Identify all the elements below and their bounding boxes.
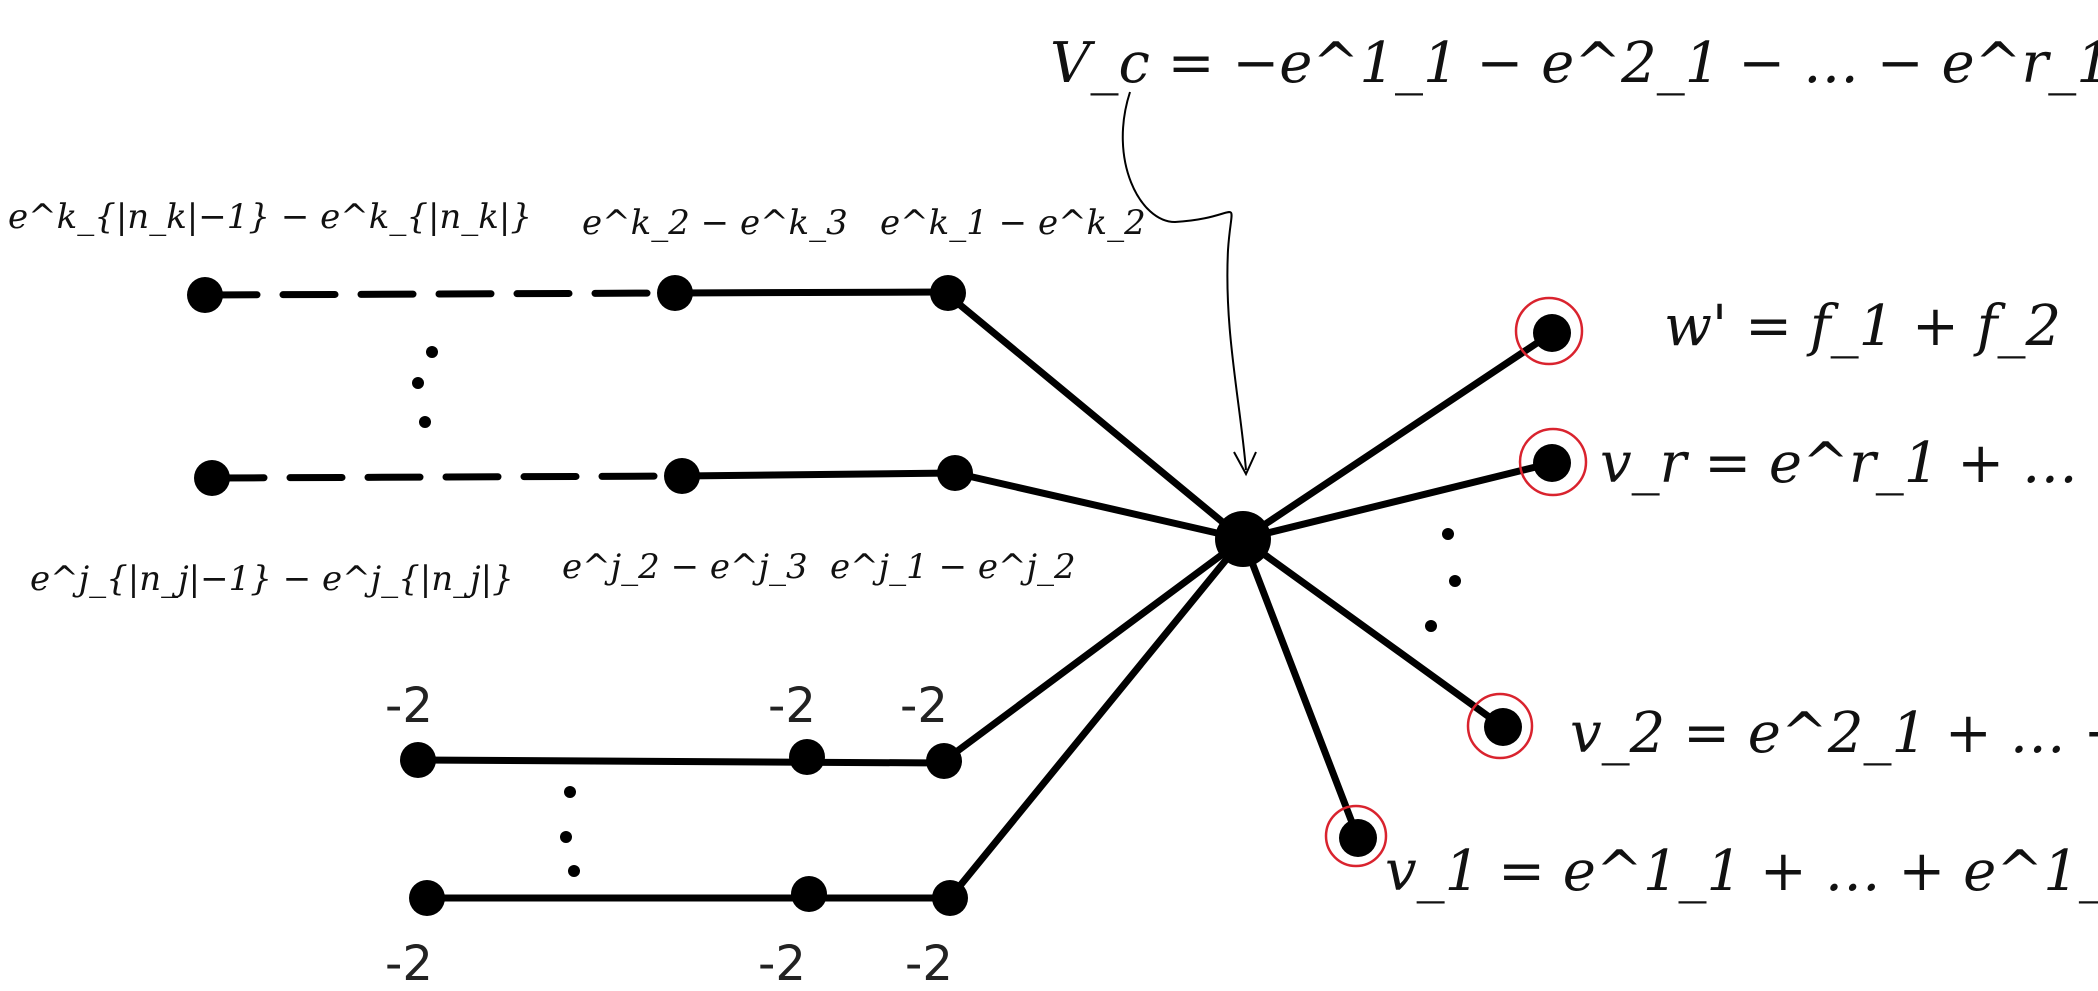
- node-c3-first: [926, 743, 962, 779]
- label-v1: v_1 = e^1_1 + … + e^1_{|n_1|}: [1385, 839, 2098, 904]
- edge-center-w: [1239, 329, 1556, 543]
- edge-center-j-chain: [951, 469, 1247, 543]
- chain-3-line: [414, 756, 948, 767]
- node-center-vc: [1215, 511, 1271, 567]
- label-k-mid: e^k_2 − e^k_3: [582, 203, 848, 243]
- edge-center-vr: [1239, 459, 1556, 543]
- chain-j-solid: [678, 469, 959, 480]
- node-c3-end: [400, 742, 436, 778]
- node-k-first: [930, 275, 966, 311]
- chain-j-dashed: [208, 472, 686, 482]
- node-c4-mid: [791, 876, 827, 912]
- weight-c4-first: -2: [905, 936, 953, 991]
- node-j-mid: [664, 458, 700, 494]
- label-j-mid: e^j_2 − e^j_3: [562, 547, 808, 587]
- center-edges: [940, 291, 1556, 902]
- labels: V_c = −e^1_1 − e^2_1 − … − e^r_1 − f_1 +…: [8, 31, 2098, 991]
- label-v2: v_2 = e^2_1 + … + e^2_{|n_2|}: [1570, 701, 2098, 766]
- weight-c3-end: -2: [385, 678, 433, 734]
- ellipsis-left: [412, 346, 438, 428]
- edge-center-v2: [1239, 535, 1507, 731]
- ring-v2: [1466, 692, 1534, 760]
- node-v2: [1484, 708, 1522, 746]
- label-vc: V_c = −e^1_1 − e^2_1 − … − e^r_1 − f_1 +…: [1050, 31, 2098, 96]
- weight-c3-first: -2: [900, 678, 948, 734]
- chain-3: [414, 756, 948, 767]
- ring-vr: [1518, 427, 1588, 497]
- weight-c4-end: -2: [385, 936, 433, 991]
- chain-k-dashed: [201, 289, 679, 299]
- vc-arrow: [1121, 91, 1257, 477]
- edge-center-chain-3: [940, 535, 1247, 765]
- node-k-mid: [657, 275, 693, 311]
- node-c4-end: [409, 880, 445, 916]
- ellipsis-bottom: [560, 786, 580, 877]
- node-c4-first: [932, 880, 968, 916]
- ring-w: [1514, 296, 1584, 366]
- edge-center-chain-4: [946, 535, 1247, 902]
- ellipsis-right: [1425, 528, 1461, 632]
- node-j-end: [194, 460, 230, 496]
- weight-c3-mid: -2: [768, 678, 816, 734]
- ring-v1: [1324, 804, 1388, 868]
- label-k-first: e^k_1 − e^k_2: [880, 203, 1146, 243]
- label-k-end: e^k_{|n_k|−1} − e^k_{|n_k|}: [8, 197, 532, 237]
- marked-rings: [1324, 296, 1588, 868]
- node-w: [1533, 314, 1571, 352]
- chain-k: [201, 288, 952, 299]
- label-w: w' = f_1 + f_2: [1664, 294, 2061, 359]
- nodes: [187, 275, 1571, 916]
- node-vr: [1533, 444, 1571, 482]
- chain-k-solid: [671, 288, 952, 297]
- node-j-first: [937, 455, 973, 491]
- label-j-first: e^j_1 − e^j_2: [830, 547, 1076, 587]
- node-v1: [1339, 819, 1377, 857]
- edge-center-k-chain: [944, 291, 1247, 543]
- node-k-end: [187, 277, 223, 313]
- weight-c4-mid: -2: [758, 936, 806, 991]
- label-j-end: e^j_{|n_j|−1} − e^j_{|n_j|}: [30, 559, 514, 599]
- label-vr: v_r = e^r_1 + … + e^r_{|n_r|}: [1600, 431, 2098, 496]
- chain-j: [208, 469, 959, 482]
- edge-center-v1: [1239, 535, 1362, 842]
- node-c3-mid: [789, 739, 825, 775]
